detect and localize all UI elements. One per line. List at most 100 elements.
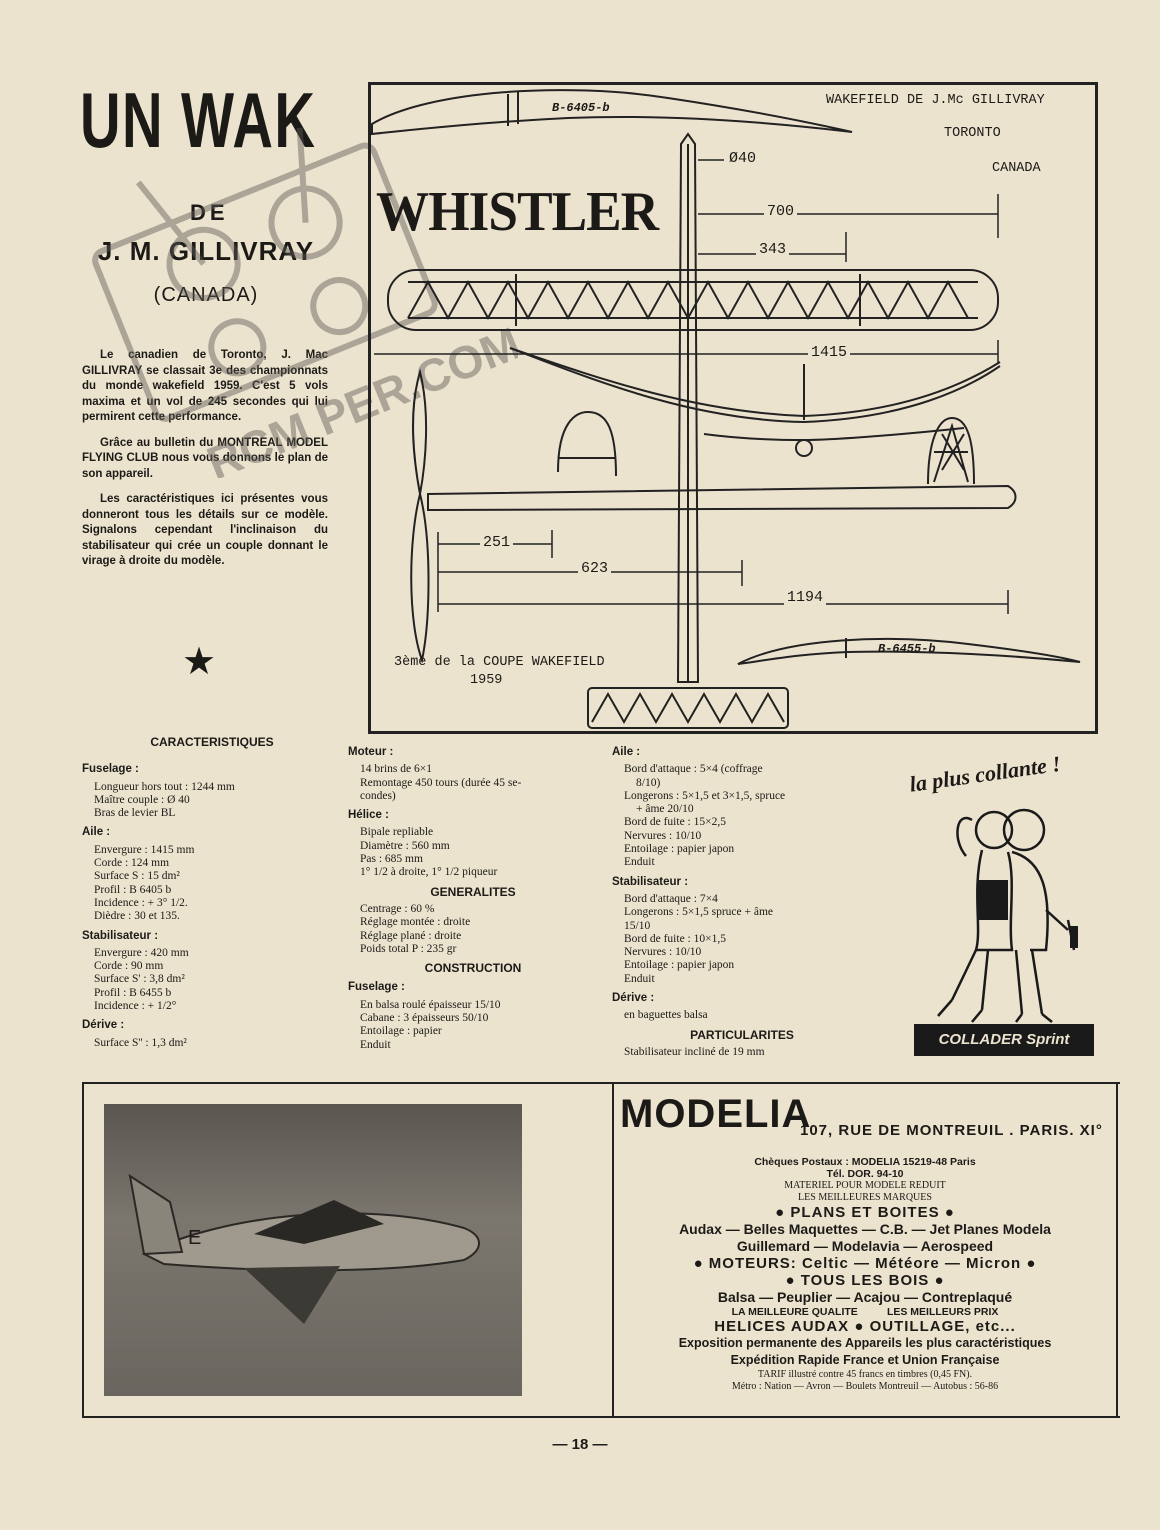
article-author: J. M. GILLIVRAY	[97, 236, 315, 266]
spec-line: Incidence : + 3° 1/2.	[94, 896, 188, 909]
modelia-line: ● TOUS LES BOIS ●	[785, 1272, 945, 1289]
spec-derive2-heading: Dérive :	[612, 992, 655, 1005]
article-de: DE	[190, 200, 229, 225]
spec-stab2-heading: Stabilisateur :	[612, 875, 689, 888]
article-title: UN WAK	[80, 76, 317, 164]
spec-line: Bord d'attaque : 7×4	[624, 892, 718, 905]
spec-line: Longueur hors tout : 1244 mm	[94, 780, 235, 793]
spec-stab-heading: Stabilisateur :	[82, 929, 159, 942]
wakefield-plan-drawing	[371, 89, 1081, 729]
dim-623: 623	[578, 560, 612, 577]
modelia-line: LES MEILLEURES MARQUES	[798, 1192, 932, 1203]
dim-251: 251	[480, 534, 514, 551]
dim-1194: 1194	[784, 589, 827, 606]
spec-line: Longerons : 5×1,5 spruce + âme	[624, 906, 774, 919]
spec-line: Pas : 685 mm	[360, 853, 423, 866]
spec-fuselage2-heading: Fuselage :	[348, 981, 405, 994]
modelia-line: Expédition Rapide France et Union França…	[730, 1353, 1000, 1367]
modelia-line: Tél. DOR. 94-10	[826, 1168, 904, 1180]
spec-aile-heading: Aile :	[82, 826, 111, 839]
intro-paragraph-3: Les caractéristiques ici présentes vous …	[82, 493, 328, 567]
modelia-line: LA MEILLEURE QUALITE LES MEILLEURS PRIX	[731, 1306, 999, 1318]
spec-line: Cabane : 3 épaisseurs 50/10	[360, 1012, 489, 1025]
modelia-line: Audax — Belles Maquettes — C.B. — Jet Pl…	[679, 1221, 1051, 1237]
modelia-ad-text: Chèques Postaux : MODELIA 15219-48 Paris…	[612, 1156, 1118, 1393]
collader-couple-illustration	[937, 808, 1078, 1023]
spec-line: En balsa roulé épaisseur 15/10	[360, 998, 501, 1011]
spec-generalites-heading: GENERALITES	[430, 884, 516, 899]
spec-line: Enduit	[624, 856, 655, 869]
spec-line: 15/10	[624, 919, 651, 932]
modelia-line: MATERIEL POUR MODELE REDUIT	[784, 1180, 946, 1191]
spec-line: Entoilage : papier japon	[624, 843, 735, 856]
spec-line: Dièdre : 30 et 135.	[94, 910, 180, 923]
spec-line: Enduit	[360, 1038, 391, 1051]
article-country: (CANADA)	[153, 284, 259, 306]
dim-343: 343	[756, 241, 790, 258]
spec-line: 14 brins de 6×1	[360, 763, 432, 776]
star-icon: ★	[182, 641, 217, 683]
intro-paragraph-2: Grâce au bulletin du MONTREAL MODEL FLYI…	[82, 436, 328, 480]
modelia-ad-box	[612, 1082, 1118, 1418]
modelia-line: ● PLANS ET BOITES ●	[775, 1204, 955, 1221]
spec-line: Réglage montée : droite	[360, 916, 471, 929]
spec-line: Surface S'' : 1,3 dm²	[94, 1036, 187, 1049]
specs-column-1: CARACTERISTIQUES Fuselage : Longueur hor…	[82, 730, 342, 1050]
spec-line: Centrage : 60 %	[360, 902, 435, 915]
profile-bottom-label: B-6455-b	[878, 642, 936, 656]
spec-particularites-heading: PARTICULARITES	[690, 1027, 794, 1042]
plan-note-line-1: WAKEFIELD DE J.Mc GILLIVRAY	[826, 93, 1045, 108]
plan-frame	[368, 82, 1098, 734]
spec-line: + âme 20/10	[636, 803, 694, 816]
spec-line: Maître couple : Ø 40	[94, 793, 190, 806]
bottom-ad-frame	[82, 1082, 1120, 1418]
spec-line: Nervures : 10/10	[624, 946, 702, 959]
spec-line: Longerons : 5×1,5 et 3×1,5, spruce	[624, 789, 786, 802]
page-number: — 18 —	[552, 1436, 608, 1453]
spec-line: Surface S' : 3,8 dm²	[94, 973, 185, 986]
spec-line: Bord de fuite : 10×1,5	[624, 932, 726, 945]
spec-line: Stabilisateur incliné de 19 mm	[624, 1045, 765, 1058]
plan-note-line-3: CANADA	[992, 161, 1041, 176]
modelia-line: Exposition permanente des Appareils les …	[678, 1336, 1052, 1350]
modelia-line: HELICES AUDAX ● OUTILLAGE, etc...	[714, 1318, 1016, 1335]
intro-text: Le canadien de Toronto, J. Mac GILLIVRAY…	[82, 348, 328, 580]
plan-caption-line-1: 3ème de la COUPE WAKEFIELD	[394, 655, 605, 670]
specs-heading: CARACTERISTIQUES	[150, 735, 274, 749]
spec-line: Profil : B 6455 b	[94, 986, 172, 999]
specs-column-3: Aile : Bord d'attaque : 5×4 (coffrage 8/…	[612, 746, 872, 1059]
spec-line: Enduit	[624, 972, 655, 985]
spec-moteur-heading: Moteur :	[348, 746, 394, 758]
spec-line: condes)	[360, 789, 396, 802]
spec-line: 1° 1/2 à droite, 1° 1/2 piqueur	[360, 866, 498, 879]
modelia-line: Balsa — Peuplier — Acajou — Contreplaqué	[717, 1289, 1013, 1305]
spec-line: Profil : B 6405 b	[94, 883, 172, 896]
spec-fuselage-heading: Fuselage :	[82, 763, 139, 776]
spec-line: Remontage 450 tours (durée 45 se-	[360, 776, 522, 789]
spec-line: Nervures : 10/10	[624, 829, 702, 842]
modelia-line: TARIF illustré contre 45 francs en timbr…	[757, 1369, 973, 1380]
svg-text:E: E	[188, 1227, 201, 1249]
dim-1415: 1415	[808, 344, 851, 361]
collader-brand: COLLADER Sprint	[914, 1024, 1094, 1056]
spec-aile2-heading: Aile :	[612, 746, 641, 758]
spec-line: Envergure : 1415 mm	[94, 843, 195, 856]
modelia-logo: MODELIA	[620, 1092, 812, 1136]
spec-helice-heading: Hélice :	[348, 809, 389, 822]
spec-line: Réglage plané : droite	[360, 929, 462, 942]
spec-line: Corde : 90 mm	[94, 960, 164, 973]
spec-line: Envergure : 420 mm	[94, 946, 189, 959]
spec-line: en baguettes balsa	[624, 1009, 708, 1022]
plan-note-line-2: TORONTO	[944, 126, 1001, 141]
modelia-line: Métro : Nation — Avron — Boulets Montreu…	[731, 1381, 999, 1392]
spec-line: Poids total P : 235 gr	[360, 942, 457, 955]
modelia-line: Chèques Postaux : MODELIA 15219-48 Paris	[754, 1156, 976, 1168]
profile-top-label: B-6405-b	[552, 101, 610, 115]
spec-line: 8/10)	[636, 776, 661, 789]
collader-slogan: la plus collante !	[908, 750, 1063, 797]
spec-line: Bras de levier BL	[94, 807, 176, 820]
spec-line: Bord de fuite : 15×2,5	[624, 816, 726, 829]
jet-model-image: E	[128, 1173, 480, 1324]
jet-model-photo: E	[104, 1104, 522, 1396]
spec-line: Bipale repliable	[360, 826, 434, 839]
